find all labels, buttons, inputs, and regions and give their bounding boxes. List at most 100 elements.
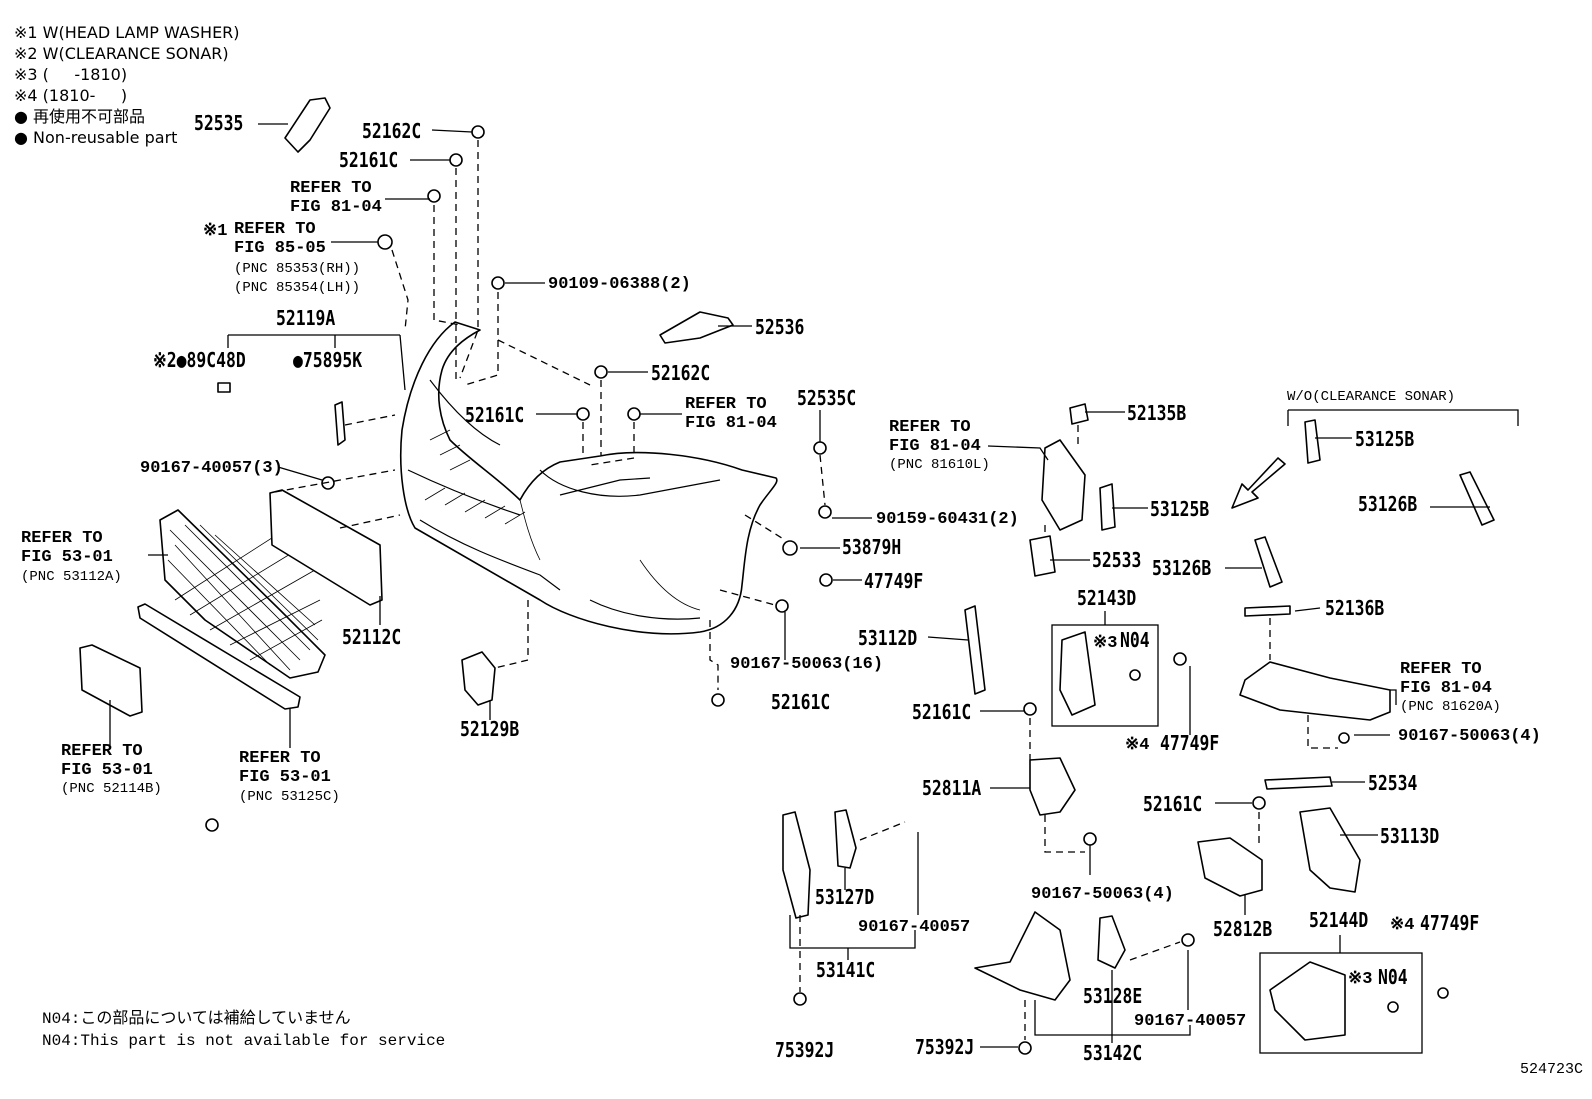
label-90167-40057-b[interactable]: 90167-40057 bbox=[1134, 1012, 1247, 1031]
label-pnc-53125c: (PNC 53125C) bbox=[239, 789, 340, 805]
label-52536[interactable]: 52536 bbox=[755, 315, 805, 339]
bracket-52143d bbox=[1059, 631, 1096, 716]
label-mark-1: ※1 bbox=[203, 222, 228, 241]
label-90167-50063-4a[interactable]: 90167-50063(4) bbox=[1398, 727, 1541, 746]
label-52161c-top[interactable]: 52161C bbox=[339, 148, 399, 172]
label-n04-a[interactable]: N04 bbox=[1120, 628, 1150, 652]
label-47749f-b[interactable]: 47749F bbox=[1160, 731, 1220, 755]
label-pnc-53112a: (PNC 53112A) bbox=[21, 569, 122, 585]
label-pnc-52114b: (PNC 52114B) bbox=[61, 781, 162, 797]
label-52143d[interactable]: 52143D bbox=[1077, 586, 1137, 610]
label-52161c-c[interactable]: 52161C bbox=[771, 690, 831, 714]
lamp-cover-53127d bbox=[834, 809, 857, 869]
label-47749f-a[interactable]: 47749F bbox=[864, 569, 924, 593]
sonar-retainer-89c48d bbox=[217, 382, 231, 393]
leader-lines bbox=[109, 123, 1519, 1048]
label-53126b-r[interactable]: 53126B bbox=[1358, 492, 1418, 516]
label-52144d[interactable]: 52144D bbox=[1309, 908, 1369, 932]
side-cover-53125b bbox=[1099, 483, 1116, 531]
label-53126b[interactable]: 53126B bbox=[1152, 556, 1212, 580]
label-75392j-a[interactable]: 75392J bbox=[775, 1038, 835, 1062]
license-plate-bracket bbox=[79, 644, 143, 717]
bumper-strip-75895k bbox=[334, 401, 346, 446]
label-52162c-mid[interactable]: 52162C bbox=[651, 361, 711, 385]
label-53141c[interactable]: 53141C bbox=[816, 958, 876, 982]
label-pnc-81610l: (PNC 81610L) bbox=[889, 457, 990, 473]
label-90109-06388[interactable]: 90109-06388(2) bbox=[548, 275, 691, 294]
label-52535c[interactable]: 52535C bbox=[797, 386, 857, 410]
label-refer-81-04-b[interactable]: REFER TO FIG 81-04 bbox=[685, 395, 777, 433]
note-from-1810: ※4 (1810- ) bbox=[14, 86, 128, 105]
label-52533[interactable]: 52533 bbox=[1092, 548, 1142, 572]
lamp-cover-53128e bbox=[1097, 915, 1126, 969]
bracket-53113d bbox=[1299, 807, 1361, 893]
fog-lamp-bracket-52136b bbox=[1244, 605, 1291, 617]
label-53112d[interactable]: 53112D bbox=[858, 626, 918, 650]
label-75392j-b[interactable]: 75392J bbox=[915, 1035, 975, 1059]
label-52535[interactable]: 52535 bbox=[194, 111, 244, 135]
garnish-53126b bbox=[1254, 536, 1283, 588]
label-52129b[interactable]: 52129B bbox=[460, 717, 520, 741]
label-89c48d[interactable]: ※2●89C48D bbox=[153, 348, 246, 372]
label-pnc-85354: (PNC 85354(LH)) bbox=[234, 280, 361, 296]
label-mark-4b: ※4 bbox=[1390, 916, 1415, 935]
label-pnc-85353: (PNC 85353(RH)) bbox=[234, 261, 361, 277]
label-mark-3b: ※3 bbox=[1348, 970, 1373, 989]
legend-notes: ※1 W(HEAD LAMP WASHER) ※2 W(CLEARANCE SO… bbox=[14, 22, 240, 148]
note-head-lamp-washer: ※1 W(HEAD LAMP WASHER) bbox=[14, 23, 240, 42]
label-52112c[interactable]: 52112C bbox=[342, 625, 402, 649]
label-90167-50063-4b[interactable]: 90167-50063(4) bbox=[1031, 885, 1174, 904]
note-clearance-sonar: ※2 W(CLEARANCE SONAR) bbox=[14, 44, 229, 63]
label-75895k[interactable]: ●75895K bbox=[293, 348, 363, 372]
label-90159-60431[interactable]: 90159-60431(2) bbox=[876, 510, 1019, 529]
label-n04-b[interactable]: N04 bbox=[1378, 965, 1408, 989]
side-spacer-52533 bbox=[1029, 535, 1056, 577]
note-until-1810: ※3 ( -1810) bbox=[14, 65, 128, 84]
label-52534[interactable]: 52534 bbox=[1368, 771, 1418, 795]
bumper-bracket-52535 bbox=[284, 97, 331, 153]
label-53125b-r[interactable]: 53125B bbox=[1355, 427, 1415, 451]
label-wo-clearance-sonar: W/O(CLEARANCE SONAR) bbox=[1287, 389, 1456, 405]
label-53128e[interactable]: 53128E bbox=[1083, 984, 1143, 1008]
label-53127d[interactable]: 53127D bbox=[815, 885, 875, 909]
label-mark-3a: ※3 bbox=[1093, 634, 1118, 653]
side-retainer-52135b bbox=[1069, 403, 1089, 425]
label-52161c-e[interactable]: 52161C bbox=[1143, 792, 1203, 816]
direction-arrow bbox=[1231, 457, 1286, 509]
label-mark-4a: ※4 bbox=[1125, 736, 1150, 755]
label-refer-53-01-a[interactable]: REFER TO FIG 53-01 bbox=[21, 529, 113, 567]
retainer-52534 bbox=[1264, 776, 1333, 790]
label-53879h[interactable]: 53879H bbox=[842, 535, 902, 559]
label-53125b[interactable]: 53125B bbox=[1150, 497, 1210, 521]
label-52811a[interactable]: 52811A bbox=[922, 776, 982, 800]
label-52162c-top[interactable]: 52162C bbox=[362, 119, 422, 143]
label-52136b[interactable]: 52136B bbox=[1325, 596, 1385, 620]
label-refer-53-01-c[interactable]: REFER TO FIG 53-01 bbox=[239, 749, 331, 787]
label-52161c-d[interactable]: 52161C bbox=[912, 700, 972, 724]
label-90167-50063-16[interactable]: 90167-50063(16) bbox=[730, 655, 884, 674]
clip-fasteners bbox=[205, 125, 1449, 1055]
label-refer-81-04-d[interactable]: REFER TO FIG 81-04 bbox=[1400, 660, 1492, 698]
label-53113d[interactable]: 53113D bbox=[1380, 824, 1440, 848]
headlamp-bracket bbox=[1041, 439, 1086, 531]
bumper-reinforcement-52112c bbox=[269, 489, 383, 606]
label-52161c-mid[interactable]: 52161C bbox=[465, 403, 525, 427]
label-refer-81-04-c[interactable]: REFER TO FIG 81-04 bbox=[889, 418, 981, 456]
bumper-bracket-52536 bbox=[659, 311, 734, 344]
front-bumper-cover bbox=[399, 321, 778, 635]
label-52135b[interactable]: 52135B bbox=[1127, 401, 1187, 425]
label-52119a[interactable]: 52119A bbox=[276, 306, 336, 330]
label-52812b[interactable]: 52812B bbox=[1213, 917, 1273, 941]
label-47749f-c[interactable]: 47749F bbox=[1420, 911, 1480, 935]
label-53142c[interactable]: 53142C bbox=[1083, 1041, 1143, 1065]
label-refer-85-05[interactable]: REFER TO FIG 85-05 bbox=[234, 220, 326, 258]
label-refer-81-04-a[interactable]: REFER TO FIG 81-04 bbox=[290, 179, 382, 217]
footnote-n04-en: N04:This part is not available for servi… bbox=[42, 1032, 446, 1050]
label-90167-40057-3[interactable]: 90167-40057(3) bbox=[140, 459, 283, 478]
towing-hook-cover bbox=[461, 651, 496, 706]
rail-53112d bbox=[964, 605, 986, 695]
figure-code: 524723C bbox=[1520, 1061, 1584, 1078]
label-90167-40057-a[interactable]: 90167-40057 bbox=[858, 918, 971, 937]
label-refer-53-01-b[interactable]: REFER TO FIG 53-01 bbox=[61, 742, 153, 780]
